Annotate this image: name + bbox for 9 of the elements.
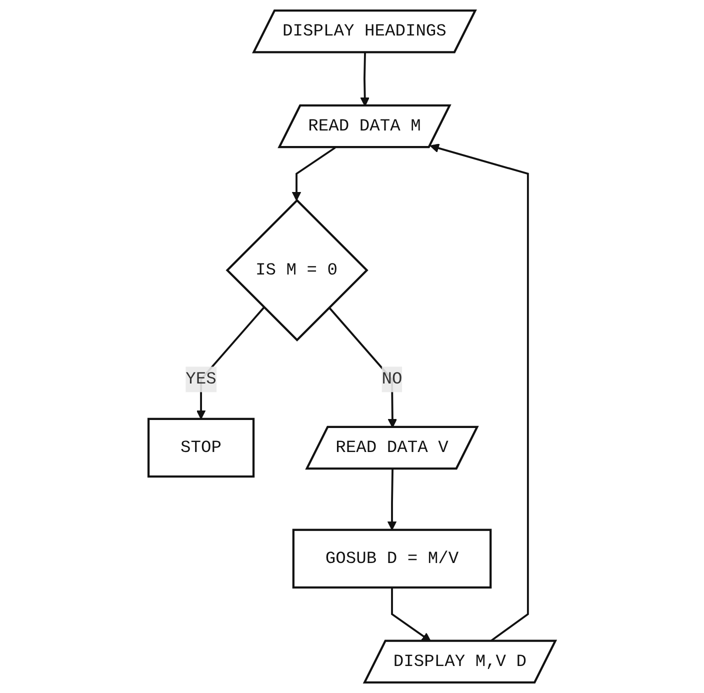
node-diamond: IS M = 0 [226, 198, 368, 342]
edge-label: NO [382, 370, 402, 390]
arrow [387, 469, 397, 530]
arrow [360, 52, 370, 106]
node-box: GOSUB D = M/V [292, 528, 492, 589]
node-box: STOP [148, 418, 255, 478]
arrow [391, 588, 432, 642]
edge-label: YES [186, 370, 216, 390]
arrow [292, 146, 336, 201]
